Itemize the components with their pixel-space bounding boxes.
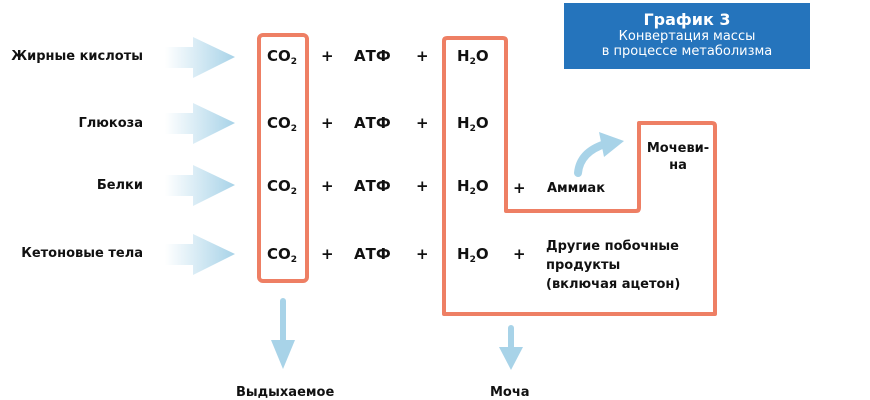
co2-formula: CO2: [267, 245, 298, 265]
urine-box: [442, 36, 717, 316]
h2o-formula: H2O: [457, 114, 489, 134]
h2o-formula: H2O: [457, 245, 489, 265]
h2o-formula: H2O: [457, 177, 489, 197]
down-arrow-head-icon: [271, 340, 295, 369]
chart-title: График 3: [643, 10, 731, 29]
plus-sign: +: [416, 114, 429, 132]
curved-arrow-icon: [574, 140, 609, 177]
input-arrow-icon: [165, 37, 235, 78]
urea-label: Мочеви- на: [646, 141, 710, 173]
output-label-urine: Моча: [490, 385, 530, 400]
plus-sign: +: [416, 245, 429, 263]
plus-sign: +: [416, 47, 429, 65]
plus-sign: +: [513, 245, 526, 263]
plus-sign: +: [321, 177, 334, 195]
source-label-fatty-acids: Жирные кислоты: [11, 49, 143, 64]
chart-title-box: График 3 Конвертация массы в процессе ме…: [564, 3, 810, 69]
source-label-proteins: Белки: [96, 178, 143, 193]
atp-label: АТФ: [354, 47, 391, 65]
plus-sign: +: [513, 179, 526, 197]
curved-arrow-icon-head: [599, 132, 624, 157]
chart-subtitle-line2: в процессе метаболизма: [601, 44, 773, 59]
atp-label: АТФ: [354, 245, 391, 263]
co2-box: [257, 33, 309, 283]
input-arrow-icon: [165, 234, 235, 275]
output-label-exhaled: Выдыхаемое: [236, 385, 335, 400]
plus-sign: +: [321, 114, 334, 132]
plus-sign: +: [321, 245, 334, 263]
input-arrow-icon: [165, 165, 235, 206]
input-arrow-icon: [165, 103, 235, 144]
other-byproducts-label: Другие побочные продукты (включая ацетон…: [546, 239, 681, 292]
co2-formula: CO2: [267, 114, 298, 134]
co2-formula: CO2: [267, 47, 298, 67]
atp-label: АТФ: [354, 177, 391, 195]
source-label-ketone-bodies: Кетоновые тела: [21, 246, 143, 261]
co2-formula: CO2: [267, 177, 298, 197]
plus-sign: +: [416, 177, 429, 195]
h2o-formula: H2O: [457, 47, 489, 67]
atp-label: АТФ: [354, 114, 391, 132]
plus-sign: +: [321, 47, 334, 65]
down-arrow-head-icon: [499, 347, 523, 370]
ammonia-label: Аммиак: [547, 181, 606, 196]
chart-subtitle-line1: Конвертация массы: [618, 29, 756, 44]
source-label-glucose: Глюкоза: [78, 116, 143, 131]
